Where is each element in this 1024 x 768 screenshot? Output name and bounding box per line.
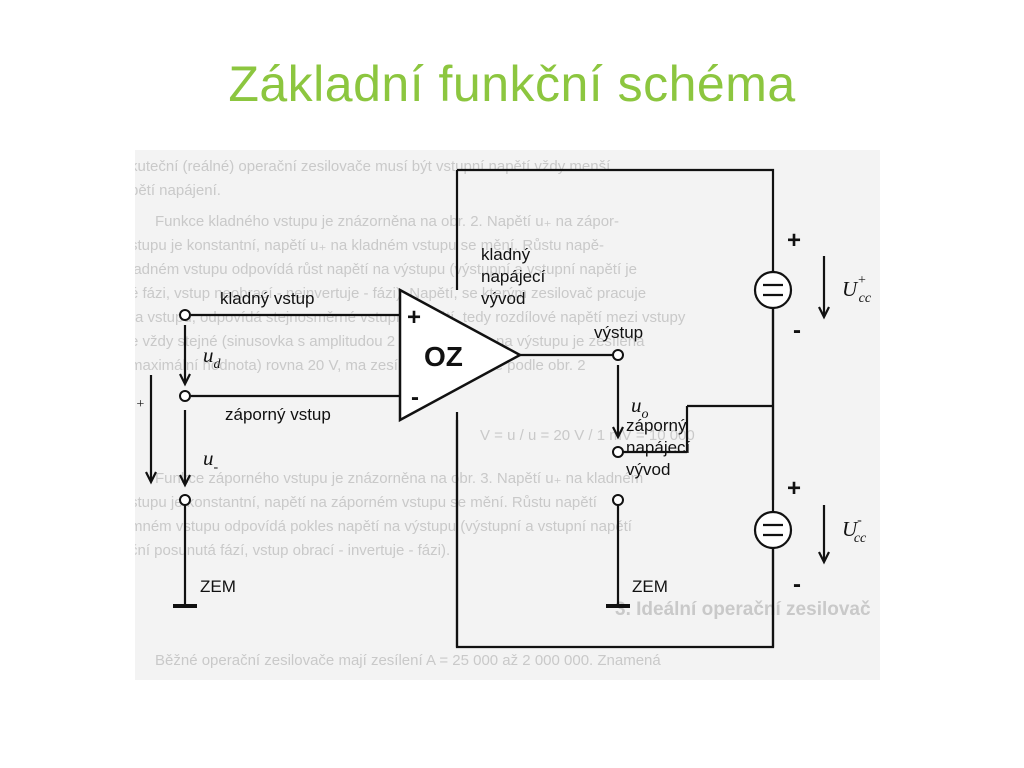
- right-ground-label: ZEM: [632, 577, 668, 596]
- ucc-minus-arrowhead: [818, 551, 830, 565]
- ud-arrowhead: [179, 373, 191, 387]
- negative-supply-line: vývod: [626, 460, 670, 479]
- uminus-sub: -: [214, 460, 219, 475]
- output-reference-terminal: [612, 446, 624, 458]
- bg-text-line: e vždy stejné (sinusovka s amplitudou 2 …: [135, 333, 645, 350]
- negative-supply-line: záporný: [626, 416, 687, 435]
- bg-text-line: Běžné operační zesilovače mají zesílení …: [155, 652, 661, 669]
- positive-input-label: kladný vstup: [220, 289, 315, 308]
- positive-supply-label: kladný napájecí vývod: [481, 245, 546, 308]
- bottom-voltage-source: [753, 510, 793, 550]
- bg-text-line: stupu je konstantní, napětí na záporném …: [135, 494, 598, 511]
- minus-input-sign: -: [411, 384, 419, 411]
- plus-input-sign: +: [407, 304, 421, 331]
- bg-text-line: mném vstupu odpovídá pokles napětí na vý…: [135, 518, 633, 535]
- top-voltage-source: [753, 270, 793, 310]
- bg-text-line: 3. Ideální operační zesilovač: [615, 599, 871, 620]
- bottom-source-plus: +: [787, 475, 801, 502]
- ucc-plus-main: U: [842, 277, 859, 301]
- bg-text-line: é fázi, vstup neobrací - neinvertuje - f…: [135, 285, 646, 302]
- negative-supply-terminal: [612, 494, 624, 506]
- schematic-svg: kuteční (reálné) operační zesilovače mus…: [135, 158, 872, 669]
- ucc-minus-sup: -: [857, 513, 862, 528]
- opamp-triangle: [398, 287, 523, 423]
- ucc-minus-main: U: [842, 517, 859, 541]
- uminus-arrowhead: [179, 474, 191, 488]
- uminus-label: u-: [203, 446, 219, 475]
- bottom-source-minus: -: [793, 571, 801, 598]
- uo-sub: o: [642, 407, 649, 422]
- bg-text-line: V = u / u = 20 V / 1 mV = 10 000: [480, 427, 695, 444]
- left-ground-terminal: [179, 494, 191, 506]
- negative-input-label: záporný vstup: [225, 405, 331, 424]
- ud-label: ud: [203, 343, 222, 372]
- output-terminal: [612, 349, 624, 361]
- bg-text-line: Funkce kladného vstupu je znázorněna na …: [155, 213, 619, 230]
- positive-supply-line: vývod: [481, 289, 525, 308]
- schematic-scan: kuteční (reálné) operační zesilovače mus…: [135, 150, 880, 680]
- positive-input-terminal: [179, 309, 191, 321]
- ucc-plus-arrowhead: [818, 306, 830, 320]
- uplus-main: u: [135, 383, 136, 407]
- output-label: výstup: [594, 323, 643, 342]
- ucc-plus-sub: cc: [859, 291, 872, 306]
- opamp-label: OZ: [424, 341, 463, 372]
- top-source-plus: +: [787, 227, 801, 254]
- uplus-arrowhead: [145, 471, 157, 485]
- bg-text-line: Funkce záporného vstupu je znázorněna na…: [155, 470, 643, 487]
- positive-supply-line: kladný: [481, 245, 531, 264]
- uminus-main: u: [203, 446, 214, 470]
- slide-title: Základní funkční schéma: [228, 56, 796, 112]
- negative-supply-line: napájecí: [626, 438, 691, 457]
- positive-supply-line: napájecí: [481, 267, 546, 286]
- ud-sub: d: [214, 357, 222, 372]
- left-ground-label: ZEM: [200, 577, 236, 596]
- uplus-label: u+: [135, 383, 145, 412]
- ucc-plus-label: U+ cc: [842, 273, 872, 306]
- bg-text-line: stupu je konstantní, napětí u₊ na kladné…: [135, 237, 604, 254]
- ucc-minus-label: U- cc: [842, 513, 867, 546]
- bg-text-line: ladném vstupu odpovídá růst napětí na vý…: [135, 261, 637, 278]
- bg-text-line: kuteční (reálné) operační zesilovače mus…: [135, 158, 611, 175]
- ucc-plus-sup: +: [857, 273, 866, 288]
- top-source-minus: -: [793, 317, 801, 344]
- bg-text-line: pětí napájení.: [135, 182, 221, 199]
- ucc-minus-sub: cc: [854, 531, 867, 546]
- negative-supply-label: záporný napájecí vývod: [626, 416, 691, 479]
- uo-main: u: [631, 393, 642, 417]
- uo-label: uo: [631, 393, 649, 422]
- bg-text-line: ční posunutá fází, vstup obrací - invert…: [135, 542, 450, 559]
- uo-arrowhead: [612, 426, 624, 440]
- ud-main: u: [203, 343, 214, 367]
- uplus-sub: +: [136, 397, 145, 412]
- negative-input-terminal: [179, 390, 191, 402]
